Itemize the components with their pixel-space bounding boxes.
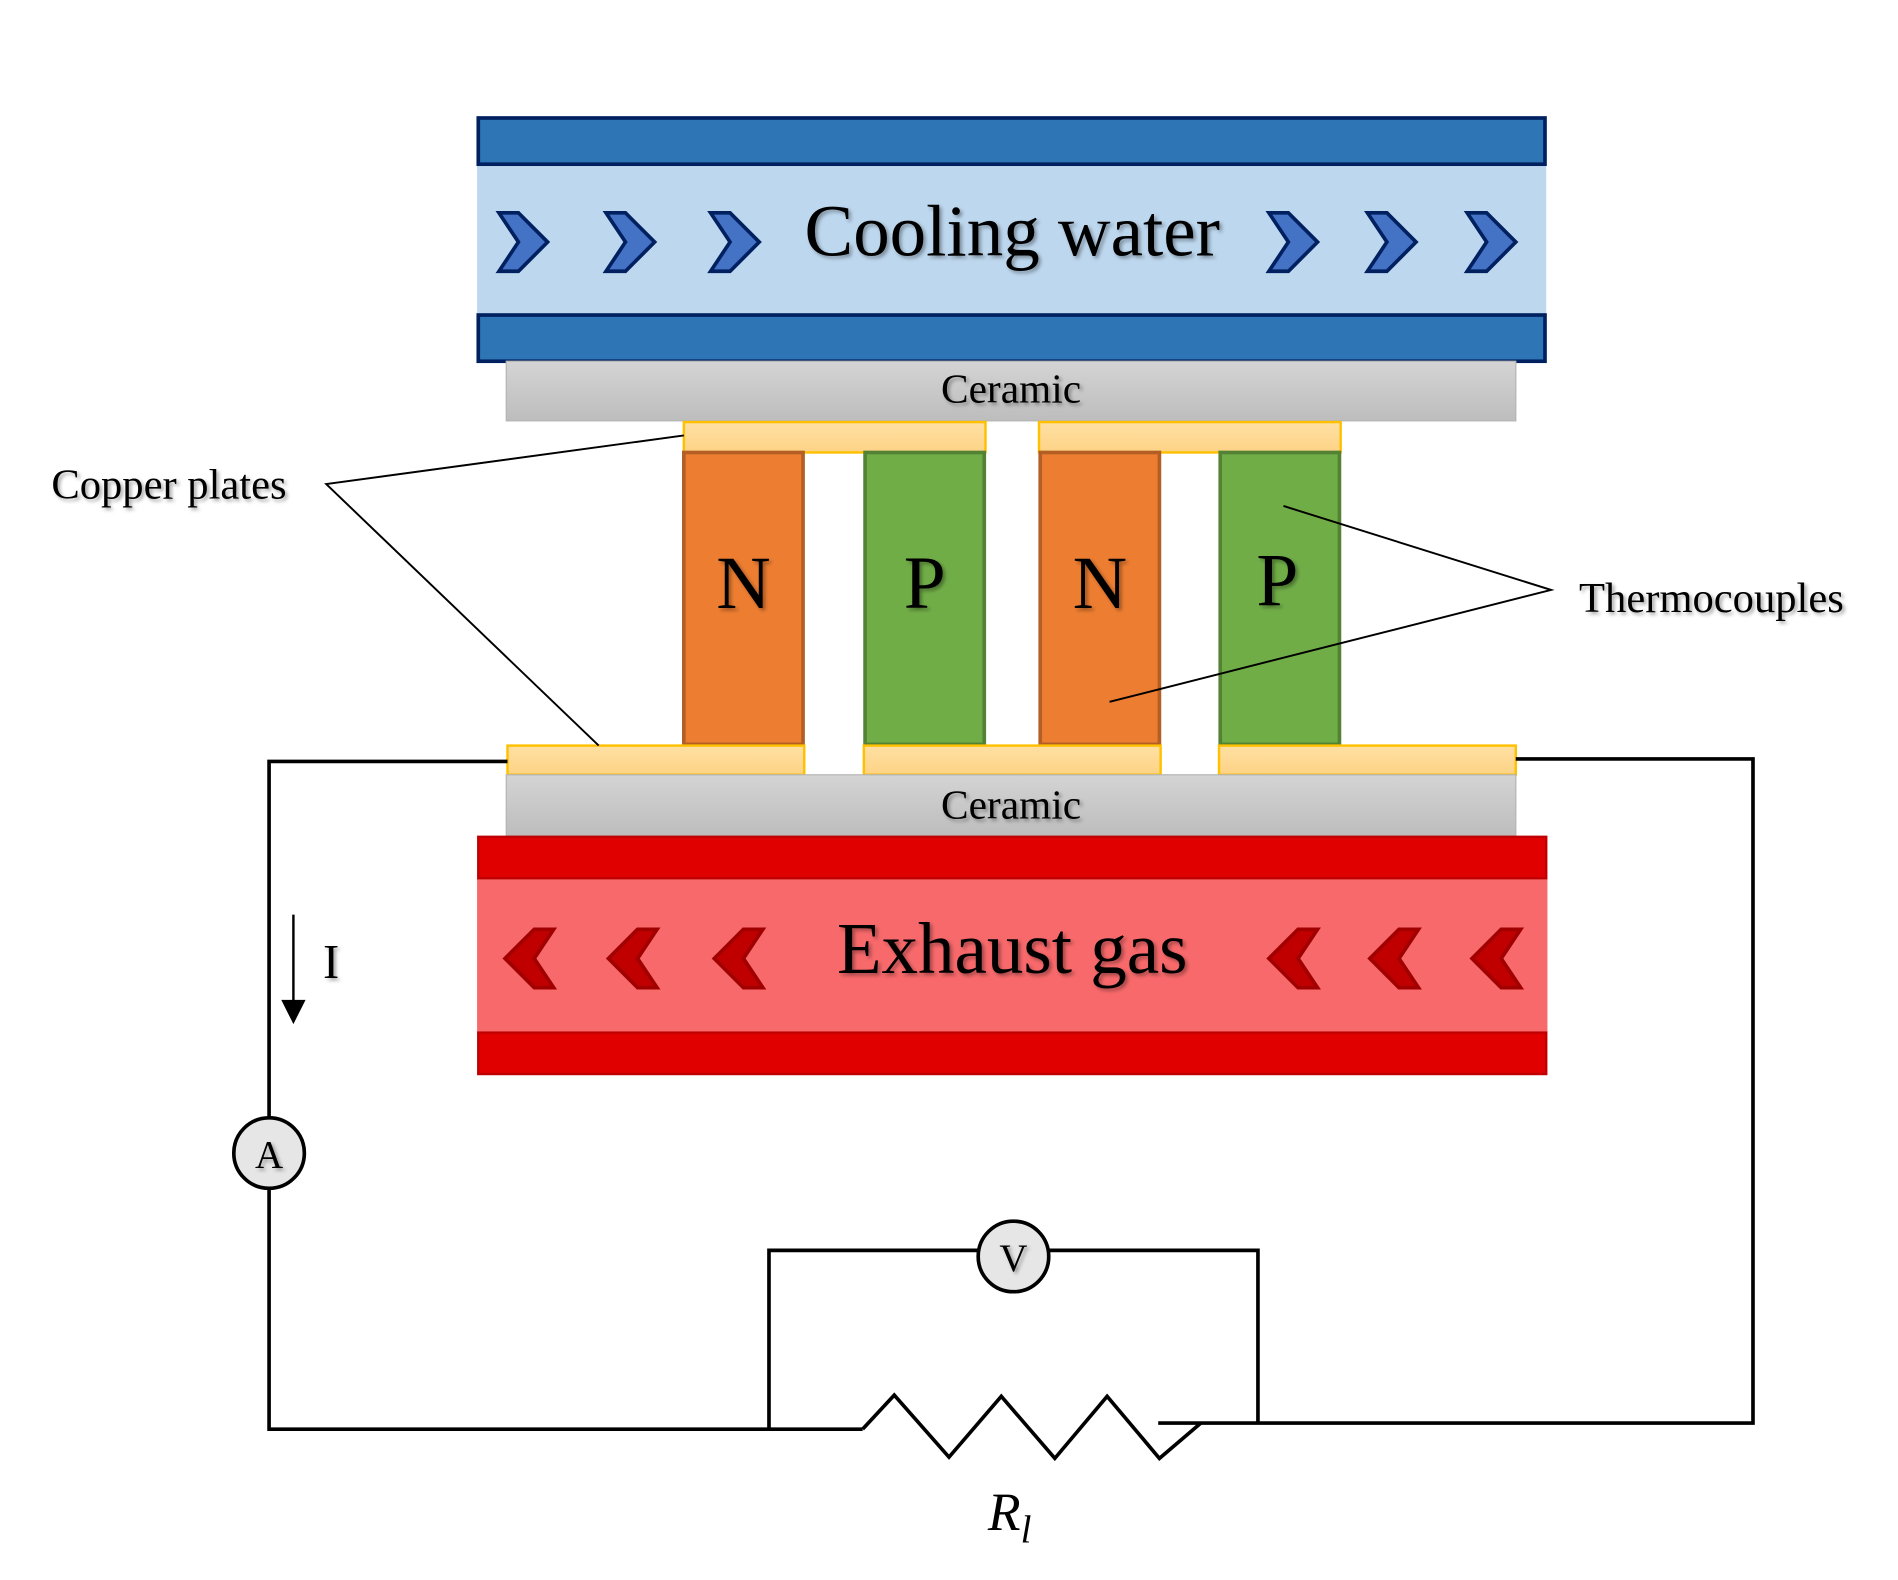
chevron-right-icon [707, 211, 762, 274]
copper-plate-bottom-2 [862, 744, 1162, 777]
cooling-channel-top-wall [476, 116, 1547, 167]
thermocouples-leader-line [1109, 505, 1555, 703]
chevron-right-icon [1364, 211, 1419, 274]
voltmeter: V [976, 1219, 1051, 1294]
ceramic-top-label: Ceramic [941, 366, 1081, 412]
circuit-wire-left [267, 759, 508, 1120]
arrow-head-icon [281, 999, 306, 1025]
load-resistor-label: Rl [987, 1482, 1032, 1551]
thermoelectric-legs: N P N P [682, 450, 1342, 747]
chevron-left-icon [1367, 927, 1422, 990]
exhaust-channel-top-wall [477, 835, 1548, 880]
ceramic-bottom: Ceramic [505, 774, 1517, 837]
leg-n-2-label: N [1073, 542, 1127, 625]
copper-plate-top-1 [682, 420, 987, 454]
ceramic-top: Ceramic [505, 360, 1517, 422]
chevron-left-icon [1469, 927, 1525, 990]
current-direction-arrow: I [281, 914, 339, 1025]
leg-p-2: P [1218, 450, 1342, 747]
circuit-wire-right [1158, 757, 1755, 1425]
ammeter-label: A [255, 1134, 283, 1177]
external-circuit: I A V Rl [231, 757, 1755, 1551]
current-label: I [323, 935, 339, 989]
cooling-water-label: Cooling water [805, 190, 1220, 271]
chevron-right-icon [1463, 211, 1519, 274]
copper-plates-top [682, 420, 1342, 454]
cooling-channel-fluid [477, 164, 1547, 316]
chevron-right-icon [602, 211, 658, 274]
exhaust-gas-channel: Exhaust gas [477, 835, 1548, 1076]
thermocouples-label: Thermocouples [1579, 575, 1844, 622]
copper-plates-leader-line [324, 434, 684, 747]
copper-plate-top-2 [1037, 420, 1342, 454]
ammeter-icon [231, 1115, 307, 1191]
leg-n-1-label: N [716, 542, 770, 625]
leg-n-1: N [682, 450, 805, 747]
load-resistor-symbol: R [987, 1482, 1021, 1542]
leg-p-1: P [863, 450, 987, 747]
chevron-right-icon [495, 211, 551, 274]
exhaust-gas-label: Exhaust gas [837, 908, 1188, 989]
chevron-right-icon [1265, 211, 1321, 274]
cooling-water-channel: Cooling water [476, 116, 1547, 364]
copper-plates-label: Copper plates [51, 462, 286, 509]
leg-p-2-label: P [1256, 540, 1298, 623]
thermocouples-callout: Thermocouples [1109, 505, 1844, 703]
chevron-left-icon [711, 927, 767, 990]
copper-plate-bottom-1 [506, 744, 806, 777]
ammeter: A [231, 1115, 307, 1191]
voltmeter-icon [976, 1219, 1051, 1294]
voltmeter-wire-left [767, 1248, 980, 1430]
load-resistor-icon [861, 1392, 1202, 1462]
cooling-flow-chevrons [495, 211, 1519, 274]
ceramic-top-plate [505, 360, 1517, 422]
copper-plate-bottom-3 [1217, 744, 1518, 777]
leg-p-1-label: P [904, 542, 946, 625]
exhaust-channel-fluid [477, 878, 1548, 1033]
load-resistor-subscript: l [1021, 1508, 1032, 1551]
exhaust-channel-bottom-wall [477, 1031, 1548, 1076]
copper-plates-bottom [506, 744, 1518, 777]
exhaust-flow-chevrons [502, 927, 1525, 990]
cooling-channel-bottom-wall [476, 313, 1547, 364]
chevron-left-icon [502, 927, 558, 990]
circuit-wire-left-lower [267, 1189, 863, 1432]
copper-plates-callout: Copper plates [51, 434, 684, 747]
ceramic-bottom-label: Ceramic [941, 782, 1081, 828]
voltmeter-label: V [999, 1237, 1027, 1280]
voltmeter-wire-right [1047, 1248, 1260, 1424]
ceramic-bottom-plate [505, 774, 1517, 837]
chevron-left-icon [605, 927, 661, 990]
chevron-left-icon [1266, 927, 1321, 990]
leg-n-2: N [1038, 450, 1162, 747]
